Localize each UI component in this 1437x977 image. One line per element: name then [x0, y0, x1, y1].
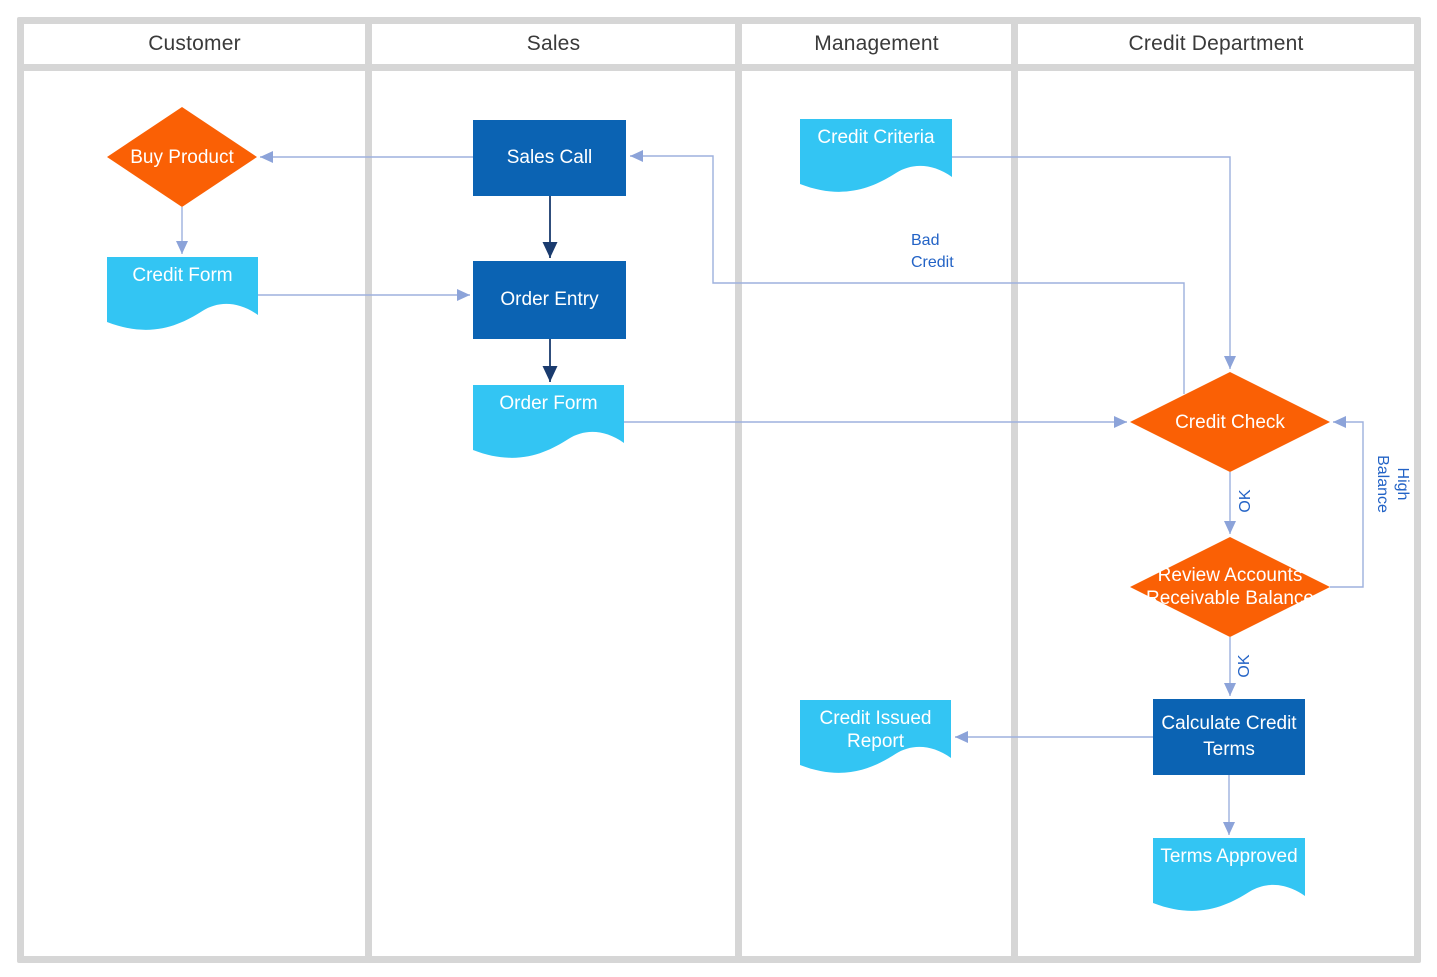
document-shape	[473, 385, 624, 458]
node-label: Order Form	[499, 393, 598, 414]
lane-header-customer: Customer	[24, 24, 365, 64]
node-credit-check[interactable]: Credit Check	[1130, 372, 1330, 472]
edge-label-bad-credit-line1: Bad	[911, 232, 940, 249]
lane-body-management	[742, 71, 1011, 956]
lane-title-sales: Sales	[526, 32, 581, 55]
lane-header-credit-department: Credit Department	[1018, 24, 1414, 64]
node-buy-product[interactable]: Buy Product	[107, 107, 257, 207]
node-label: Order Entry	[500, 289, 599, 310]
node-label: Sales Call	[506, 147, 593, 168]
node-label-line1: Credit Issued	[819, 708, 932, 729]
node-label: Credit Criteria	[817, 127, 935, 148]
edge-label-ok-credit-check: OK	[1237, 489, 1254, 513]
diamond-shape	[1130, 537, 1330, 637]
node-credit-issued-report[interactable]: Credit Issued Report	[800, 700, 951, 778]
edge-label-high-balance-line2: Balance	[1374, 455, 1391, 513]
edge-label-high-balance-line1: High	[1394, 467, 1411, 501]
node-credit-criteria[interactable]: Credit Criteria	[800, 119, 952, 197]
node-terms-approved[interactable]: Terms Approved	[1153, 838, 1305, 916]
node-label: Credit Issued Report	[800, 707, 951, 753]
edge-label-bad-credit: Bad Credit	[911, 230, 981, 274]
lane-title-credit-department: Credit Department	[1128, 32, 1304, 55]
node-label: Credit Form	[132, 265, 233, 286]
lane-header-management: Management	[742, 24, 1011, 64]
node-calculate-credit-terms[interactable]: Calculate Credit Terms	[1153, 699, 1305, 775]
edge-label-high-balance: High Balance	[1372, 449, 1412, 519]
node-review-accounts-receivable-balance[interactable]: Review Accounts Receivable Balance	[1130, 537, 1330, 637]
node-label-line2: Terms	[1203, 739, 1255, 760]
lane-body-sales	[372, 71, 735, 956]
document-shape	[1153, 838, 1305, 911]
node-label: Review Accounts Receivable Balance	[1130, 537, 1330, 637]
node-label-line1: Review Accounts	[1157, 565, 1303, 586]
node-label-line1: Calculate Credit	[1161, 713, 1297, 734]
lane-title-management: Management	[814, 32, 939, 55]
lane-title-customer: Customer	[148, 32, 241, 55]
node-label-line2: Receivable Balance	[1146, 588, 1314, 609]
node-label-line2: Report	[846, 731, 905, 752]
edge-label-bad-credit-line2: Credit	[911, 254, 954, 271]
node-order-form[interactable]: Order Form	[473, 385, 624, 463]
node-label: Credit Check	[1175, 411, 1285, 433]
node-credit-form[interactable]: Credit Form	[107, 257, 258, 335]
edge-label-ok-review: OK	[1236, 654, 1253, 678]
lane-header-sales: Sales	[372, 24, 735, 64]
node-label: Terms Approved	[1160, 846, 1298, 867]
lane-body-customer	[24, 71, 365, 956]
node-sales-call[interactable]: Sales Call	[473, 120, 626, 196]
lane-body-credit-department	[1018, 71, 1414, 956]
document-shape	[800, 700, 951, 773]
node-order-entry[interactable]: Order Entry	[473, 261, 626, 339]
diamond-shape	[1130, 372, 1330, 472]
node-label: Buy Product	[130, 146, 234, 168]
diamond-shape	[107, 107, 257, 207]
document-shape	[107, 257, 258, 330]
